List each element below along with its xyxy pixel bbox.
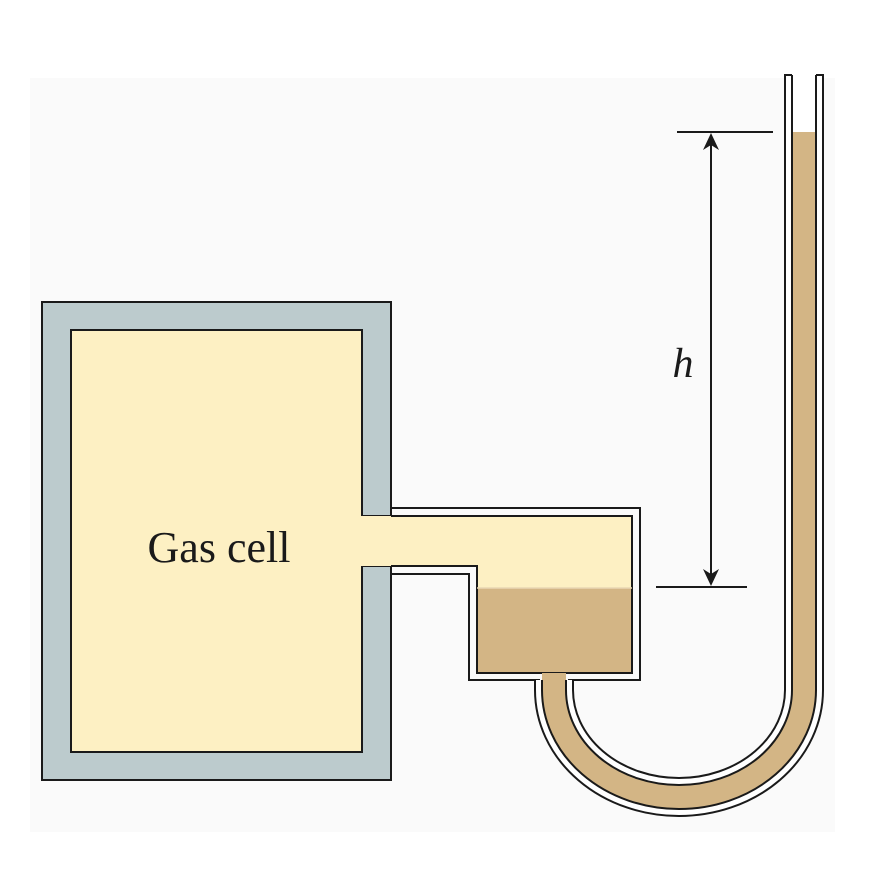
height-arrowhead-bottom	[703, 569, 719, 586]
height-dimension	[656, 131, 773, 588]
height-arrowhead-top	[703, 133, 719, 150]
gas-interior	[71, 330, 632, 752]
connector-pipe	[391, 507, 641, 681]
gas-cell-label: Gas cell	[148, 523, 291, 572]
gas-cell-container	[41, 301, 632, 781]
connector-outer-top	[391, 507, 641, 681]
gas-cell-inner-outline	[70, 329, 363, 753]
reservoir-liquid	[477, 588, 632, 673]
u-tube-inner-left-wall	[565, 75, 793, 786]
u-tube	[534, 74, 824, 817]
connector-outer-bottom	[391, 573, 540, 681]
u-tube-liquid	[542, 132, 816, 809]
u-tube-inner-right-wall	[541, 75, 817, 810]
height-label: h	[673, 341, 694, 387]
